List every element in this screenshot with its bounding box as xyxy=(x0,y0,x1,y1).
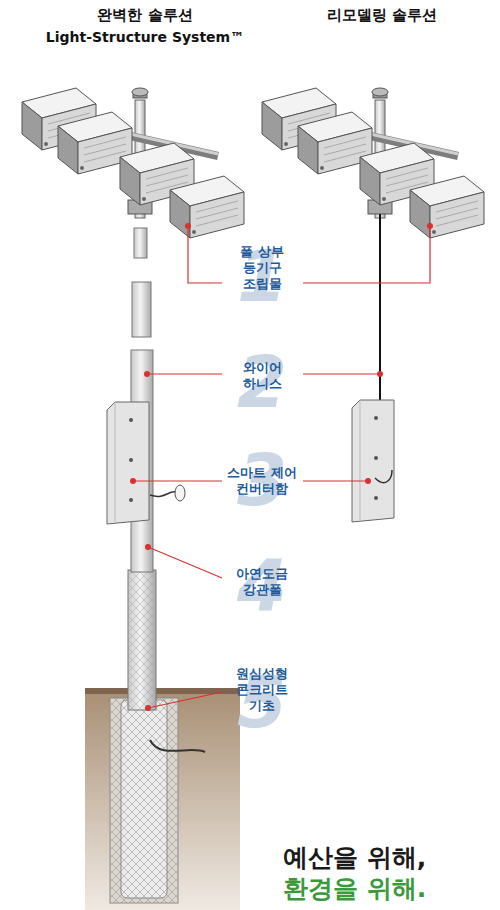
slogan-line: 예산을 위해, xyxy=(283,841,488,874)
label-anchor: 스마트 제어 컨버터함 xyxy=(227,465,297,498)
label-anchor: Light-Structure System™ xyxy=(30,29,260,45)
product-name: Light-Structure System™ xyxy=(30,29,260,45)
label-anchor: 예산을 위해, xyxy=(283,841,488,874)
label-anchor: 환경을 위해. xyxy=(283,872,488,905)
callout-number: 3 xyxy=(222,444,302,516)
part-name: 스마트 제어 컨버터함 xyxy=(227,465,297,498)
label-anchor: 3 xyxy=(222,444,302,516)
column-heading: 완벽한 솔루션 xyxy=(35,6,255,25)
label-anchor: 완벽한 솔루션 xyxy=(35,6,255,25)
leader-dots xyxy=(130,223,433,711)
column-heading: 리모델링 솔루션 xyxy=(282,6,482,25)
label-anchor: 아연도금 강관폴 xyxy=(227,566,297,599)
part-name: 폴 상부 등기구 조립물 xyxy=(227,244,297,293)
label-anchor: 원심성형 콘크리트 기초 xyxy=(227,666,297,715)
leader-lines xyxy=(133,226,430,708)
slogan-line: 환경을 위해. xyxy=(283,872,488,905)
label-anchor: 폴 상부 등기구 조립물 xyxy=(227,244,297,293)
part-name: 원심성형 콘크리트 기초 xyxy=(227,666,297,715)
part-name: 와이어 하니스 xyxy=(227,360,297,393)
label-anchor: 리모델링 솔루션 xyxy=(282,6,482,25)
part-name: 아연도금 강관폴 xyxy=(227,566,297,599)
label-anchor: 와이어 하니스 xyxy=(227,360,297,393)
